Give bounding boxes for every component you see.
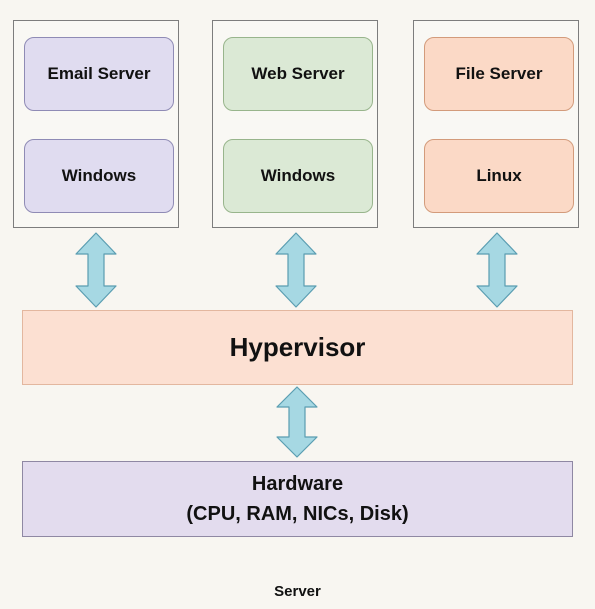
- windows-os-tile: Windows: [223, 139, 373, 213]
- windows-os-tile: Windows: [24, 139, 174, 213]
- double-arrow-icon: [75, 232, 117, 308]
- file-server-tile: File Server: [424, 37, 574, 111]
- web-server-label: Web Server: [251, 64, 345, 83]
- double-arrow-icon: [275, 232, 317, 308]
- email-server-tile: Email Server: [24, 37, 174, 111]
- hypervisor-layer: Hypervisor: [22, 310, 573, 385]
- windows-os-label: Windows: [260, 166, 336, 185]
- file-server-label: File Server: [455, 64, 543, 83]
- diagram-caption: Server: [274, 583, 321, 600]
- web-server-tile: Web Server: [223, 37, 373, 111]
- vm-box-web: Web Server Windows: [212, 20, 378, 228]
- vm-box-file: File Server Linux: [413, 20, 579, 228]
- double-arrow-icon: [476, 232, 518, 308]
- hardware-layer: Hardware (CPU, RAM, NICs, Disk): [22, 461, 573, 537]
- hypervisor-label: Hypervisor: [229, 332, 366, 362]
- linux-os-tile: Linux: [424, 139, 574, 213]
- hardware-detail: (CPU, RAM, NICs, Disk): [186, 503, 409, 525]
- double-arrow-icon: [276, 386, 318, 458]
- hardware-title: Hardware: [251, 473, 344, 495]
- vm-box-email: Email Server Windows: [13, 20, 179, 228]
- email-server-label: Email Server: [47, 64, 151, 83]
- linux-os-label: Linux: [476, 166, 522, 185]
- windows-os-label: Windows: [61, 166, 137, 185]
